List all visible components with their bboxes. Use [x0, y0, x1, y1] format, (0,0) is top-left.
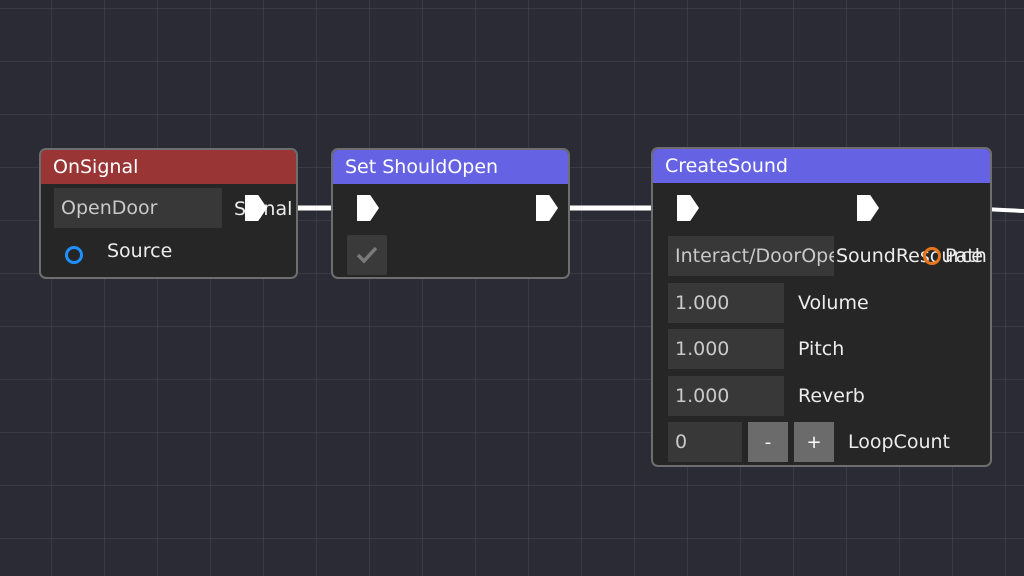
set-shouldopen-header[interactable]: Set ShouldOpen — [333, 150, 568, 184]
createsound-in-exec-pin-icon[interactable] — [677, 195, 699, 221]
volume-label: Volume — [798, 292, 869, 314]
path-pin-icon[interactable] — [923, 247, 941, 265]
loopcount-increment-button[interactable]: + — [794, 422, 834, 462]
onsignal-header[interactable]: OnSignal — [41, 150, 296, 184]
signal-name-field[interactable]: OpenDoor — [54, 188, 222, 228]
onsignal-node[interactable]: OnSignal OpenDoor Signal Source — [39, 148, 298, 279]
source-pin-icon[interactable] — [65, 246, 83, 264]
loopcount-decrement-button[interactable]: - — [748, 422, 788, 462]
reverb-label: Reverb — [798, 385, 865, 407]
set-in-exec-pin-icon[interactable] — [357, 195, 379, 221]
pitch-label: Pitch — [798, 338, 845, 360]
path-label: Path — [945, 245, 987, 267]
createsound-header[interactable]: CreateSound — [653, 149, 990, 183]
set-out-exec-pin-icon[interactable] — [536, 195, 558, 221]
signal-out-exec-pin-icon[interactable] — [245, 195, 267, 221]
set-shouldopen-node[interactable]: Set ShouldOpen — [331, 148, 570, 279]
reverb-field[interactable]: 1.000 — [668, 376, 784, 416]
volume-field[interactable]: 1.000 — [668, 283, 784, 323]
sound-resource-label: SoundResource — [836, 245, 983, 267]
sound-resource-field[interactable]: Interact/DoorOpen — [668, 236, 834, 276]
loopcount-label: LoopCount — [848, 431, 950, 453]
createsound-node[interactable]: CreateSound Interact/DoorOpen SoundResou… — [651, 147, 992, 467]
checkmark-icon — [356, 246, 378, 264]
source-label: Source — [107, 240, 173, 262]
createsound-out-exec-pin-icon[interactable] — [857, 195, 879, 221]
shouldopen-checkbox[interactable] — [347, 235, 387, 275]
pitch-field[interactable]: 1.000 — [668, 329, 784, 369]
loopcount-field[interactable]: 0 — [668, 422, 742, 462]
